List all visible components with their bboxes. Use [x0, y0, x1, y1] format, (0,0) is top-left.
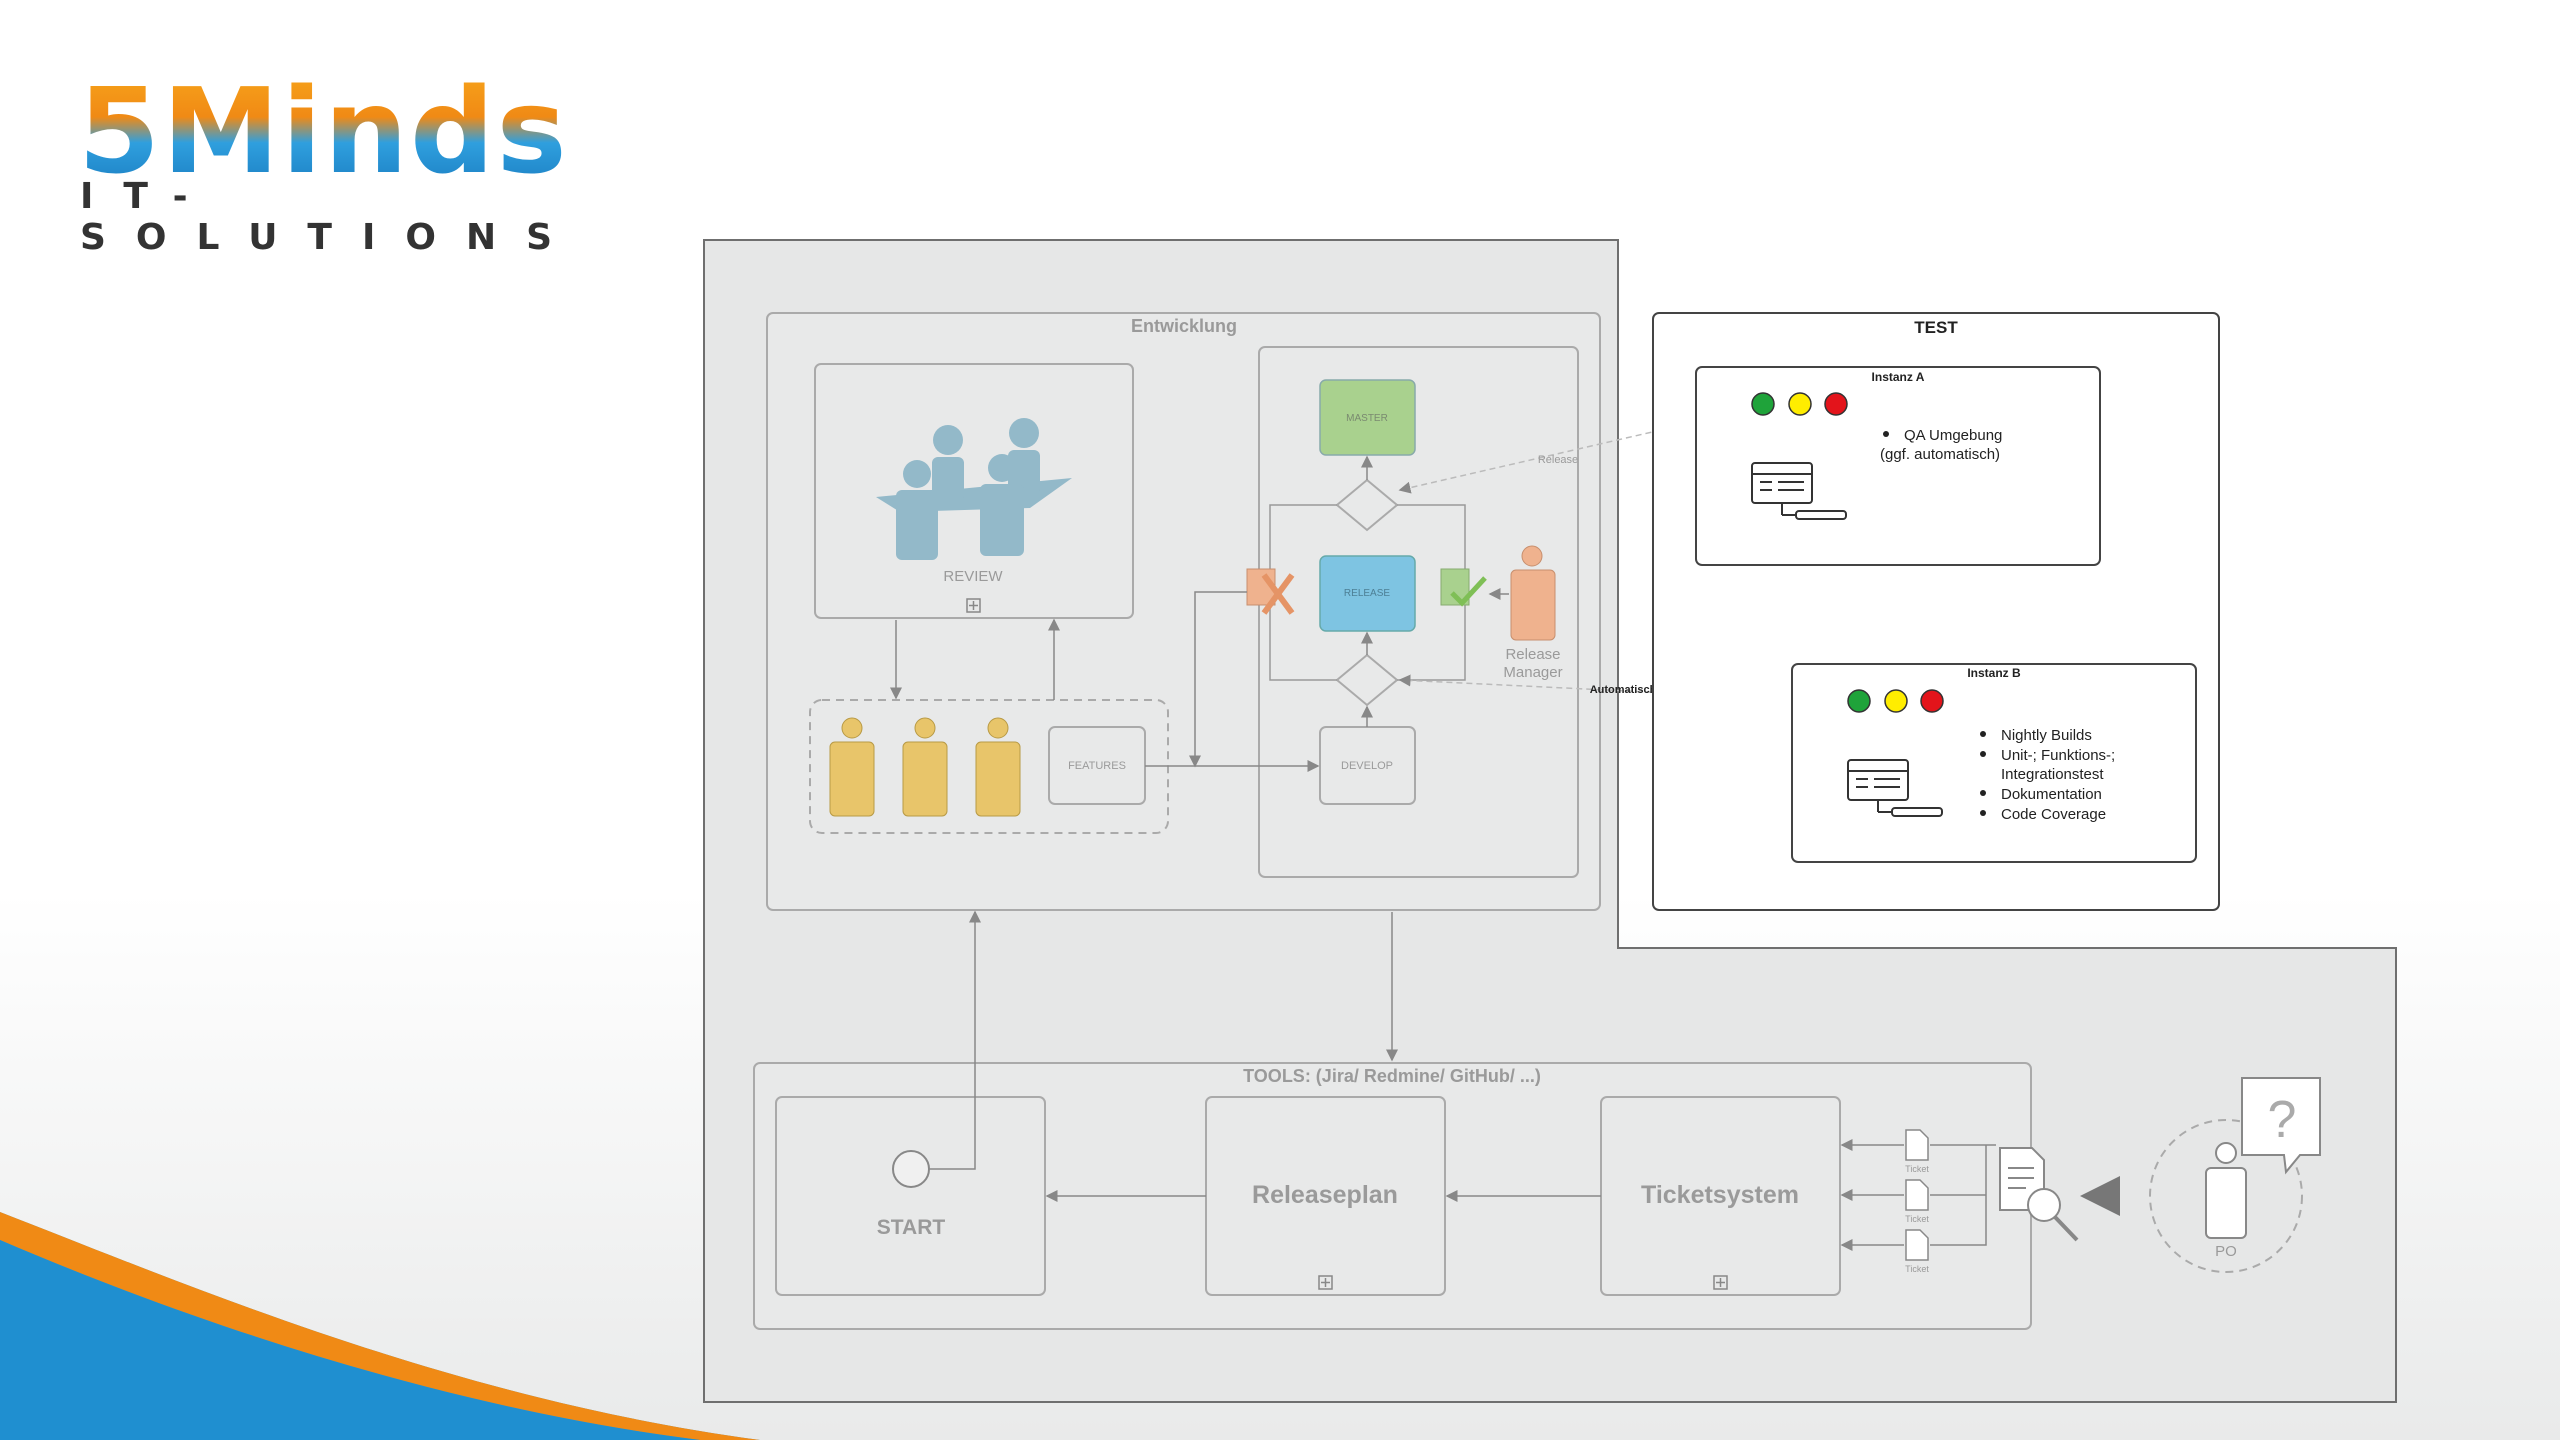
server-icon	[1751, 462, 1847, 520]
status-light-yellow	[1884, 689, 1908, 713]
company-logo: 5Minds IT-SOLUTIONS	[78, 62, 598, 258]
develop-label: DEVELOP	[1341, 760, 1393, 772]
connector-release-label: Release	[1538, 454, 1578, 466]
search-document-icon	[1999, 1147, 2079, 1242]
instanz-a-title: Instanz A	[1872, 370, 1925, 384]
master-box	[1319, 379, 1416, 456]
merge-diamond-bottom	[1335, 653, 1399, 707]
release-manager-icon	[1510, 545, 1556, 641]
instanz-b-title: Instanz B	[1967, 666, 2021, 680]
product-owner: PO ?	[2080, 1077, 2321, 1273]
ticketsystem-label: Ticketsystem	[1641, 1181, 1799, 1209]
features-label: FEATURES	[1068, 760, 1126, 772]
ticket-label-2: Ticket	[1905, 1214, 1929, 1224]
review-expand-icon	[966, 598, 981, 613]
instanz-b-bullet-0: Nightly Builds	[2001, 727, 2092, 744]
tools-panel: TOOLS: (Jira/ Redmine/ GitHub/ ...) STAR…	[753, 910, 2079, 1330]
approve-document-icon	[1440, 568, 1487, 607]
logo-brand: 5Minds	[78, 62, 569, 200]
instanz-a-bullet-0: QA Umgebung	[1904, 427, 2002, 444]
logo-tagline: IT-SOLUTIONS	[80, 176, 583, 258]
instanz-b-continuation: Integrationstest	[2001, 766, 2104, 783]
test-panel: TEST Instanz A QA Umgebung (ggf. automat…	[1652, 312, 2220, 911]
release-label: RELEASE	[1344, 588, 1390, 599]
review-box: REVIEW	[814, 363, 1134, 619]
svg-text:?: ?	[2268, 1091, 2297, 1149]
status-light-red	[1920, 689, 1944, 713]
start-box	[775, 1096, 1046, 1296]
start-label: START	[877, 1216, 946, 1239]
releaseplan-label: Releaseplan	[1252, 1181, 1398, 1209]
ticketsystem-expand-icon	[1713, 1275, 1728, 1290]
instanz-b-bullet-1: Unit-; Funktions-;	[2001, 747, 2115, 764]
status-light-red	[1824, 392, 1848, 416]
team-box: FEATURES	[809, 699, 1169, 834]
reject-document-icon	[1246, 568, 1295, 615]
entwicklung-title: Entwicklung	[1131, 316, 1237, 336]
status-light-green	[1847, 689, 1871, 713]
release-box	[1319, 555, 1416, 632]
release-manager-label-1: Release	[1505, 646, 1560, 663]
start-event-icon	[892, 1150, 930, 1188]
instanz-b-bullet-2: Dokumentation	[2001, 786, 2102, 803]
status-light-green	[1751, 392, 1775, 416]
test-title: TEST	[1914, 318, 1958, 337]
developer-people-icon	[829, 717, 1021, 817]
review-people-icon	[896, 418, 1040, 560]
po-label: PO	[2215, 1243, 2237, 1260]
entwicklung-panel: Entwicklung REVIEW FE	[766, 312, 1601, 911]
release-manager-label-2: Manager	[1503, 664, 1562, 681]
master-label: MASTER	[1346, 413, 1388, 424]
tools-title: TOOLS: (Jira/ Redmine/ GitHub/ ...)	[1243, 1066, 1541, 1086]
connector-automatisch-label: Automatisch	[1590, 684, 1657, 696]
instanz-a-note: (ggf. automatisch)	[1880, 446, 2000, 463]
instanz-b-box: Instanz B Nightly Builds Unit-; Funktion…	[1791, 663, 2197, 863]
instanz-a-box: Instanz A QA Umgebung (ggf. automatisch)	[1695, 366, 2101, 566]
releaseplan-expand-icon	[1318, 1275, 1333, 1290]
merge-diamond-top	[1335, 478, 1399, 532]
person-icon	[2205, 1142, 2247, 1239]
status-light-yellow	[1788, 392, 1812, 416]
ticket-label-1: Ticket	[1905, 1164, 1929, 1174]
ticket-label-3: Ticket	[1905, 1264, 1929, 1274]
ticket-icon	[1905, 1129, 1929, 1261]
server-icon	[1847, 759, 1943, 817]
gitflow-box: MASTER RELEASE DEVELOP	[1246, 346, 1579, 878]
question-bubble-icon: ?	[2241, 1077, 2321, 1175]
review-label: REVIEW	[943, 568, 1003, 585]
instanz-b-bullet-3: Code Coverage	[2001, 806, 2106, 823]
